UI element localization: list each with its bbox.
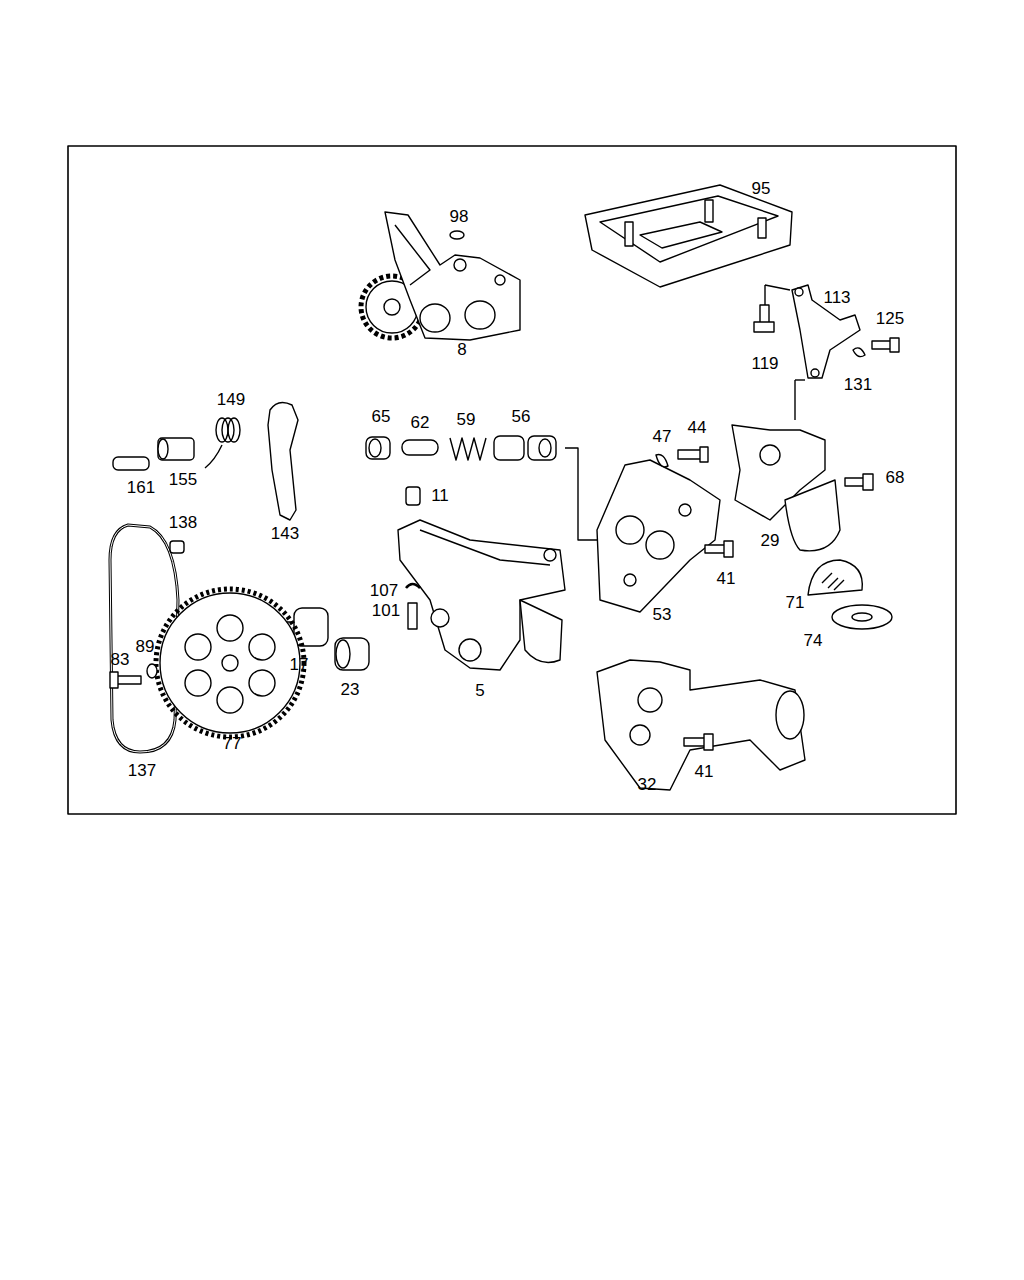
callout-number: 143: [270, 524, 300, 543]
callout-number: 65: [371, 407, 392, 426]
callout-number: 74: [803, 631, 824, 650]
callout-number: 95: [751, 179, 772, 198]
callout-number: 125: [875, 309, 905, 328]
callout-number: 149: [216, 390, 246, 409]
callout-number: 56: [511, 407, 532, 426]
callout-number: 98: [449, 207, 470, 226]
callout-number: 138: [168, 513, 198, 532]
callout-number: 8: [456, 340, 467, 359]
callout-number: 62: [410, 413, 431, 432]
callout-number: 17: [289, 655, 310, 674]
callout-number: 68: [885, 468, 906, 487]
callout-number: 107: [369, 581, 399, 600]
callout-number: 101: [371, 601, 401, 620]
callout-number: 53: [652, 605, 673, 624]
callout-number: 59: [456, 410, 477, 429]
callout-number: 5: [474, 681, 485, 700]
callout-number: 47: [652, 427, 673, 446]
callout-number: 29: [760, 531, 781, 550]
callout-number: 137: [127, 761, 157, 780]
callout-number: 155: [168, 470, 198, 489]
callout-number: 131: [843, 375, 873, 394]
callout-number: 41: [694, 762, 715, 781]
callout-number: 77: [222, 734, 243, 753]
callout-number: 113: [822, 288, 851, 307]
callout-number: 119: [750, 354, 779, 373]
callout-number: 11: [430, 486, 450, 505]
callout-number: 71: [785, 593, 806, 612]
callout-number: 32: [637, 775, 658, 794]
callout-number: 89: [135, 637, 156, 656]
callout-number: 44: [687, 418, 708, 437]
callout-number: 161: [126, 478, 156, 497]
callout-number: 83: [110, 650, 131, 669]
callout-number: 41: [716, 569, 737, 588]
callout-number: 23: [340, 680, 361, 699]
